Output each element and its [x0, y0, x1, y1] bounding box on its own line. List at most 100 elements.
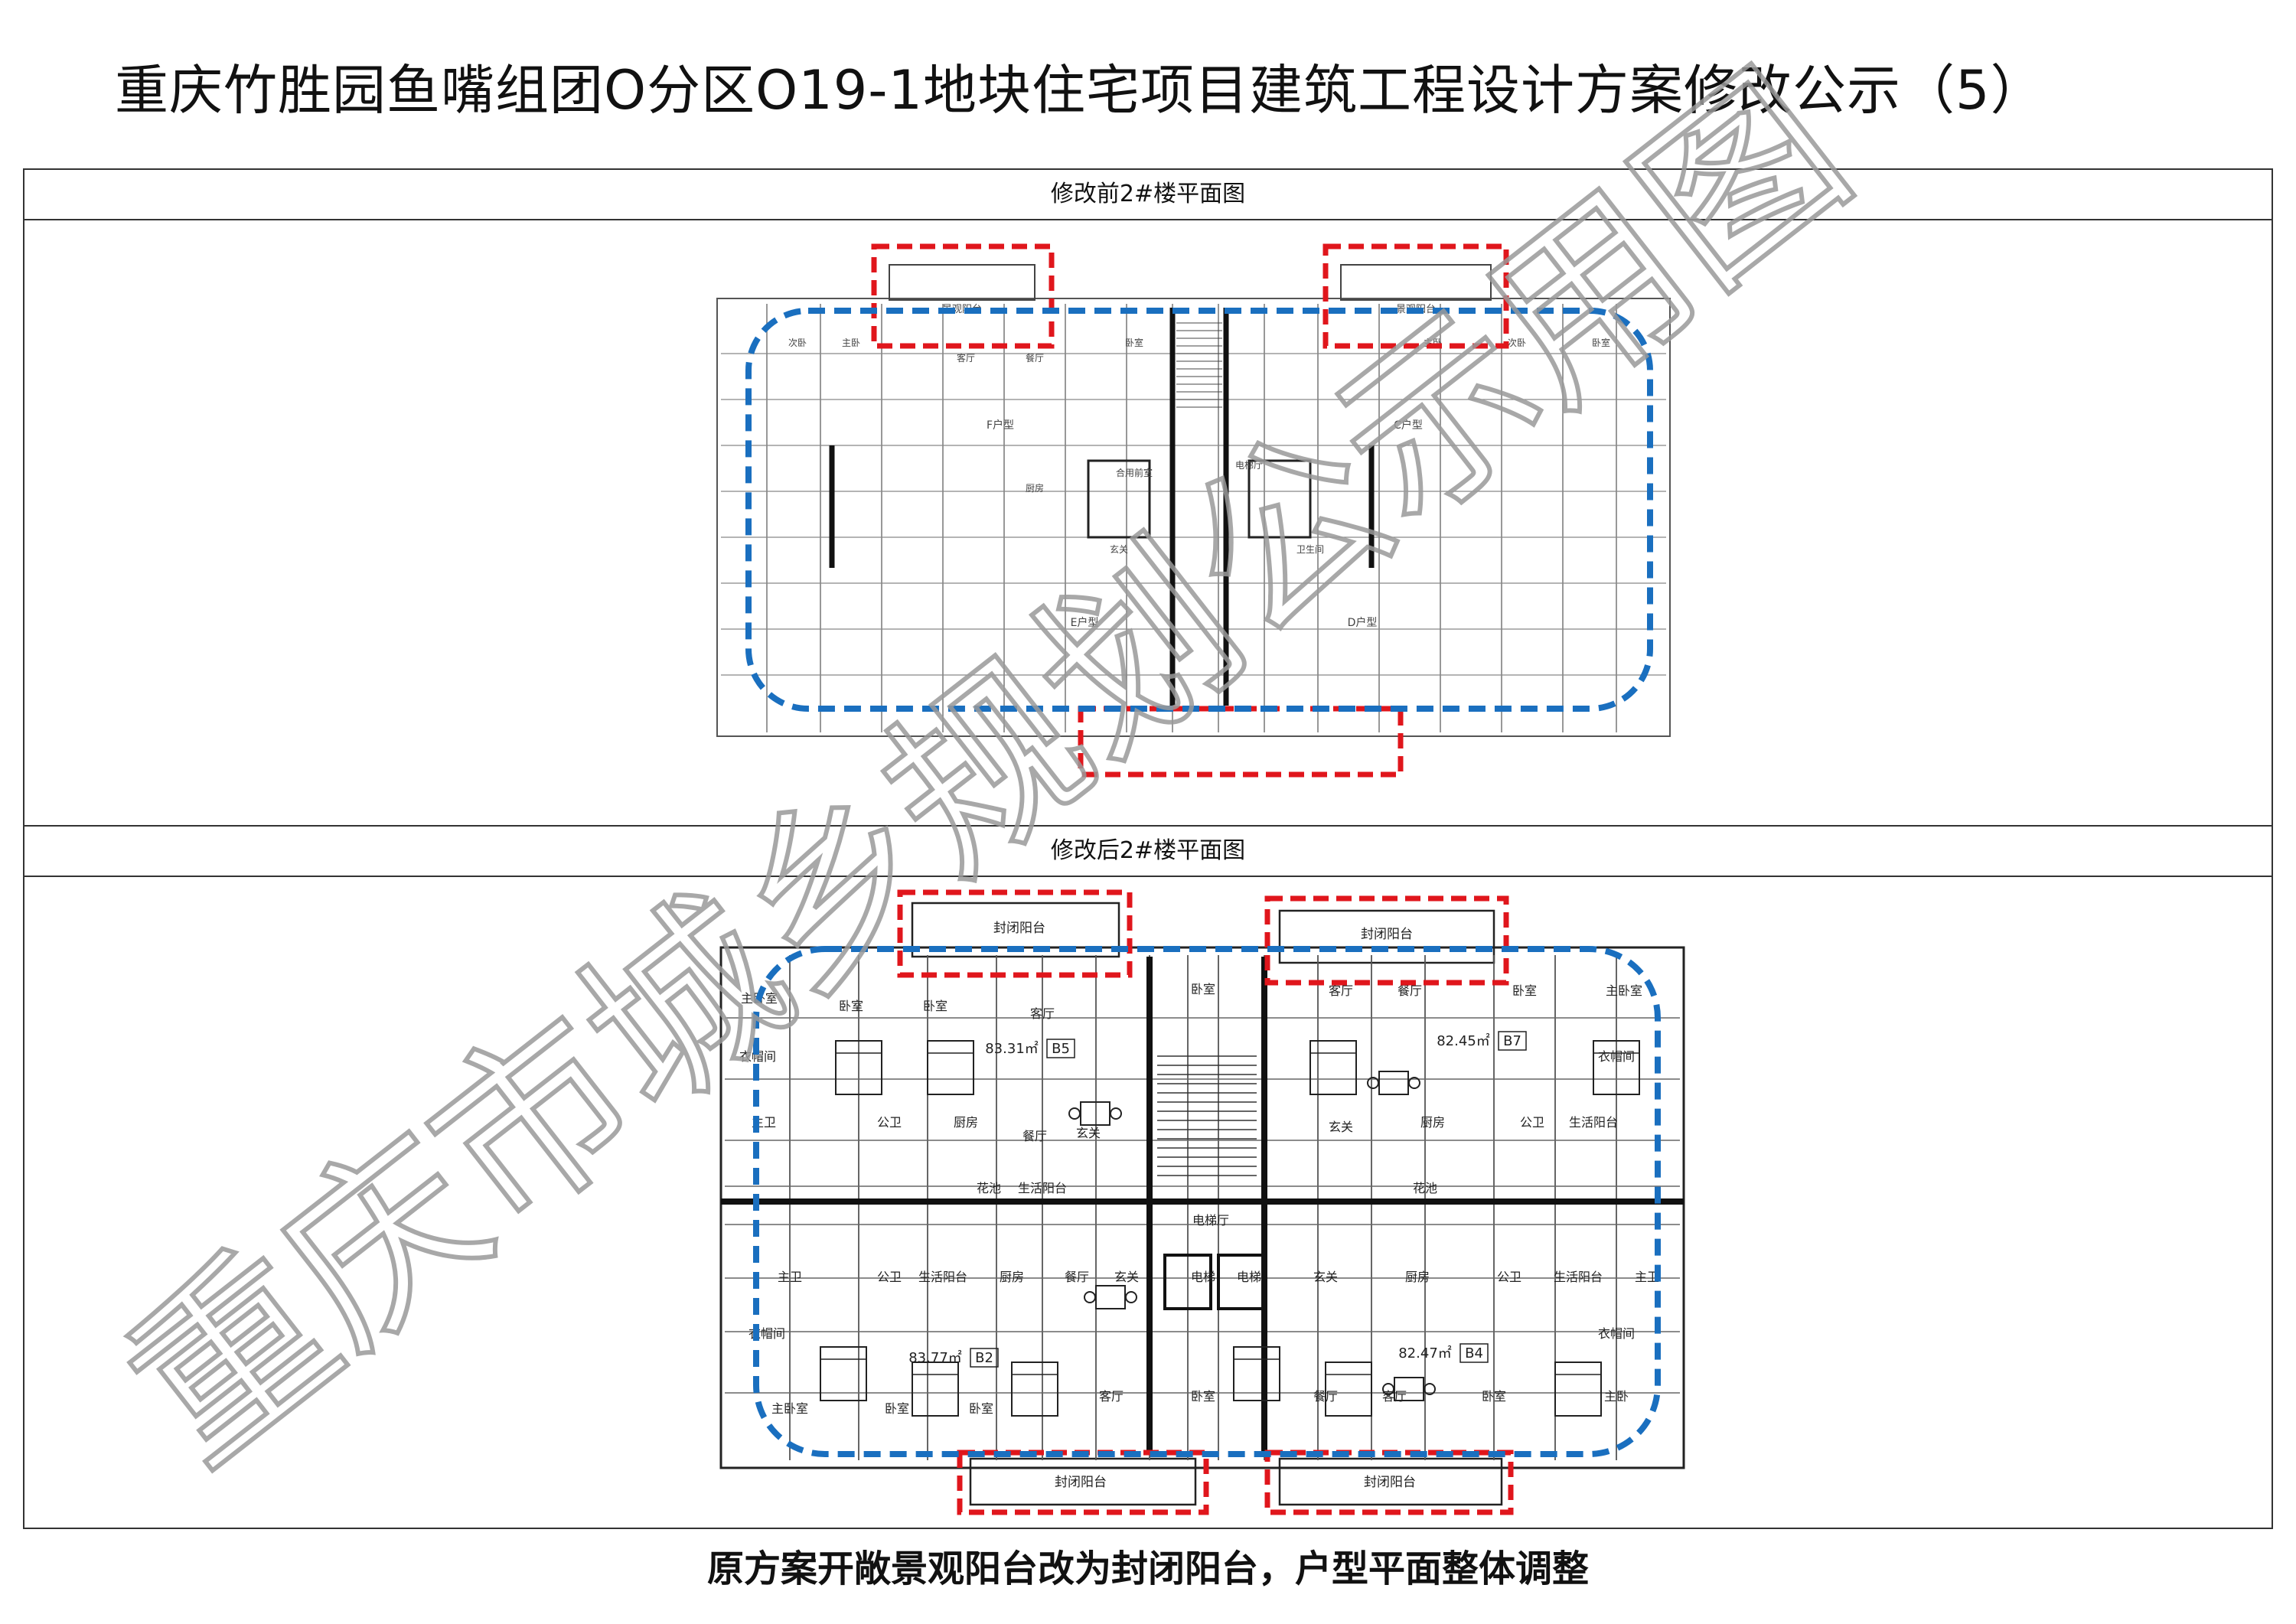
after-chair: [1068, 1107, 1081, 1120]
after-unit-code-box: [1459, 1343, 1489, 1363]
before-room-label: 厨房: [1026, 482, 1044, 494]
before-room-label: 次卧: [788, 338, 807, 348]
before-outline-units: [745, 308, 1653, 712]
after-bed: [1011, 1361, 1058, 1417]
after-room-label: 卧室: [1191, 1389, 1215, 1404]
before-unit-type: D户型: [1348, 616, 1378, 629]
after-room-label: 厨房: [954, 1115, 978, 1130]
after-room-label: 生活阳台: [1018, 1181, 1067, 1195]
after-bed: [912, 1361, 959, 1417]
after-room-label: 主卫: [778, 1270, 802, 1284]
after-elevator: [1217, 1254, 1266, 1310]
before-unit-type: F户型: [987, 419, 1014, 432]
page-title: 重庆竹胜园鱼嘴组团O分区O19-1地块住宅项目建筑工程设计方案修改公示（5）: [115, 59, 2045, 122]
after-chair: [1382, 1383, 1394, 1395]
before-building-outline: [716, 298, 1671, 737]
before-room-label: 客厅: [957, 352, 975, 364]
after-room-label: 主卧: [1604, 1389, 1629, 1404]
after-dining-table: [1095, 1285, 1126, 1309]
before-room-label: 电梯厅: [1235, 460, 1263, 471]
after-room-label: 客厅: [1030, 1006, 1055, 1021]
after-room-label: 公卫: [877, 1115, 902, 1130]
after-bed: [1325, 1361, 1372, 1417]
after-room-label: 生活阳台: [1554, 1270, 1603, 1284]
after-room-label: 卧室: [1512, 983, 1537, 998]
after-unit-area: 82.45㎡: [1437, 1032, 1490, 1049]
after-dining-table: [1080, 1101, 1110, 1126]
after-room-label: 玄关: [1114, 1270, 1139, 1284]
after-room-label: 衣帽间: [1598, 1049, 1635, 1064]
after-chair: [1408, 1077, 1420, 1089]
before-room-label: 餐厅: [1026, 352, 1044, 364]
before-room-label: 主卧: [842, 338, 860, 348]
after-room-label: 厨房: [1420, 1115, 1445, 1130]
after-room-label: 玄关: [1329, 1120, 1353, 1134]
after-room-label: 衣帽间: [1598, 1326, 1635, 1341]
before-highlight-balcony-right: [1322, 243, 1509, 349]
after-highlight-balcony-top-left: [897, 889, 1133, 978]
after-unit-area: 83.31㎡: [985, 1040, 1039, 1057]
after-bed: [1309, 1040, 1357, 1095]
after-room-label: 花池: [977, 1181, 1001, 1195]
after-bed: [1233, 1346, 1280, 1401]
before-elevator-shaft: [1087, 459, 1151, 539]
before-room-label: 次卧: [1508, 338, 1526, 348]
before-unit-type: E户型: [1071, 616, 1099, 629]
after-unit-code-box: [1046, 1039, 1075, 1058]
after-bed: [820, 1346, 867, 1401]
after-room-label: 主卧室: [1606, 983, 1642, 998]
before-room-label: 卧室: [1125, 337, 1143, 348]
after-balcony-box: [911, 902, 1120, 958]
after-room-label: 厨房: [1000, 1270, 1024, 1284]
after-panel-header: 修改后2#楼平面图: [24, 827, 2272, 877]
after-chair: [1084, 1291, 1096, 1303]
before-highlight-balcony-bottom: [1078, 706, 1404, 778]
after-room-label: 客厅: [1329, 983, 1353, 998]
after-room-label: 卧室: [885, 1401, 909, 1416]
after-room-label: 卧室: [839, 999, 863, 1013]
after-room-label: 餐厅: [1022, 1129, 1047, 1143]
after-elevator: [1163, 1254, 1212, 1310]
after-room-label: 餐厅: [1065, 1270, 1089, 1284]
before-balcony-left: [889, 264, 1035, 301]
after-balcony-box: [1278, 909, 1495, 964]
after-room-label: 餐厅: [1313, 1389, 1338, 1404]
after-room-label: 公卫: [1497, 1270, 1521, 1284]
after-unit-code: B4: [1465, 1345, 1483, 1361]
after-room-label: 餐厅: [1397, 983, 1422, 998]
after-chair: [1110, 1107, 1122, 1120]
after-bed: [1554, 1361, 1602, 1417]
after-room-label: 厨房: [1405, 1270, 1430, 1284]
after-room-label: 生活阳台: [918, 1270, 967, 1284]
after-room-label: 衣帽间: [739, 1049, 776, 1064]
before-highlight-balcony-left: [871, 243, 1055, 349]
after-room-label: 主卧室: [771, 1401, 808, 1416]
after-room-label: 卧室: [969, 1401, 993, 1416]
after-chair: [1367, 1077, 1379, 1089]
after-balcony-box: [969, 1457, 1197, 1506]
after-balcony-label: 封闭阳台: [1364, 1475, 1416, 1490]
after-room-label: 生活阳台: [1569, 1115, 1618, 1130]
after-room-label: 玄关: [1076, 1126, 1101, 1140]
after-unit-area: 83.77㎡: [908, 1349, 962, 1366]
after-room-label: 卧室: [1482, 1389, 1506, 1404]
before-room-label: 卫生间: [1296, 544, 1324, 555]
after-unit-code: B7: [1503, 1033, 1521, 1049]
after-room-label: 客厅: [1382, 1389, 1407, 1404]
after-highlight-balcony-top-right: [1264, 895, 1509, 986]
before-unit-type: C户型: [1394, 419, 1423, 432]
after-balcony-label: 封闭阳台: [993, 921, 1045, 936]
after-dining-table: [1378, 1071, 1409, 1095]
after-chair: [1125, 1291, 1137, 1303]
before-elevator-shaft: [1247, 459, 1312, 539]
after-room-label: 公卫: [877, 1270, 902, 1284]
after-bed: [1593, 1040, 1640, 1095]
before-room-label: 玄关: [1110, 543, 1128, 555]
after-room-label: 电梯厅: [1192, 1213, 1229, 1228]
after-room-label: 电梯: [1237, 1270, 1261, 1284]
after-balcony-label: 封闭阳台: [1361, 927, 1413, 942]
